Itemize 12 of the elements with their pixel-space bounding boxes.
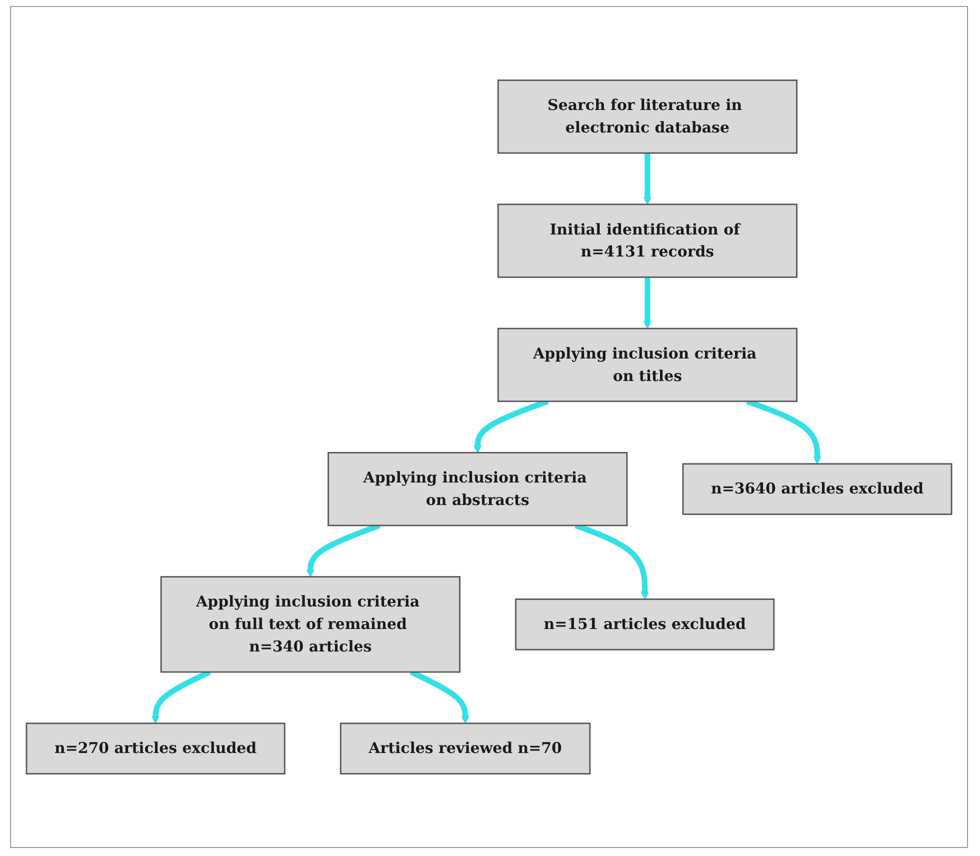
node-box bbox=[328, 452, 628, 526]
node-box bbox=[160, 576, 460, 673]
node-box bbox=[682, 463, 952, 515]
node-box bbox=[497, 204, 798, 278]
arrow bbox=[643, 277, 652, 329]
node-box bbox=[497, 328, 798, 402]
flowchart: Search for literature in electronic database Initial identification of n=4131 records Applying inclusion criteria on titles Applying inclusion criteria on abstracts Applying inclusion criteria on full text of remained n=340 articles Articles reviewed n=70 n=3640 articles excluded n=151 articles excluded n=270 articles excluded bbox=[19, 12, 959, 842]
node-box bbox=[26, 722, 286, 774]
arrow bbox=[643, 153, 652, 205]
node-box bbox=[515, 598, 775, 650]
node-box bbox=[497, 80, 798, 154]
node-box bbox=[340, 722, 591, 774]
